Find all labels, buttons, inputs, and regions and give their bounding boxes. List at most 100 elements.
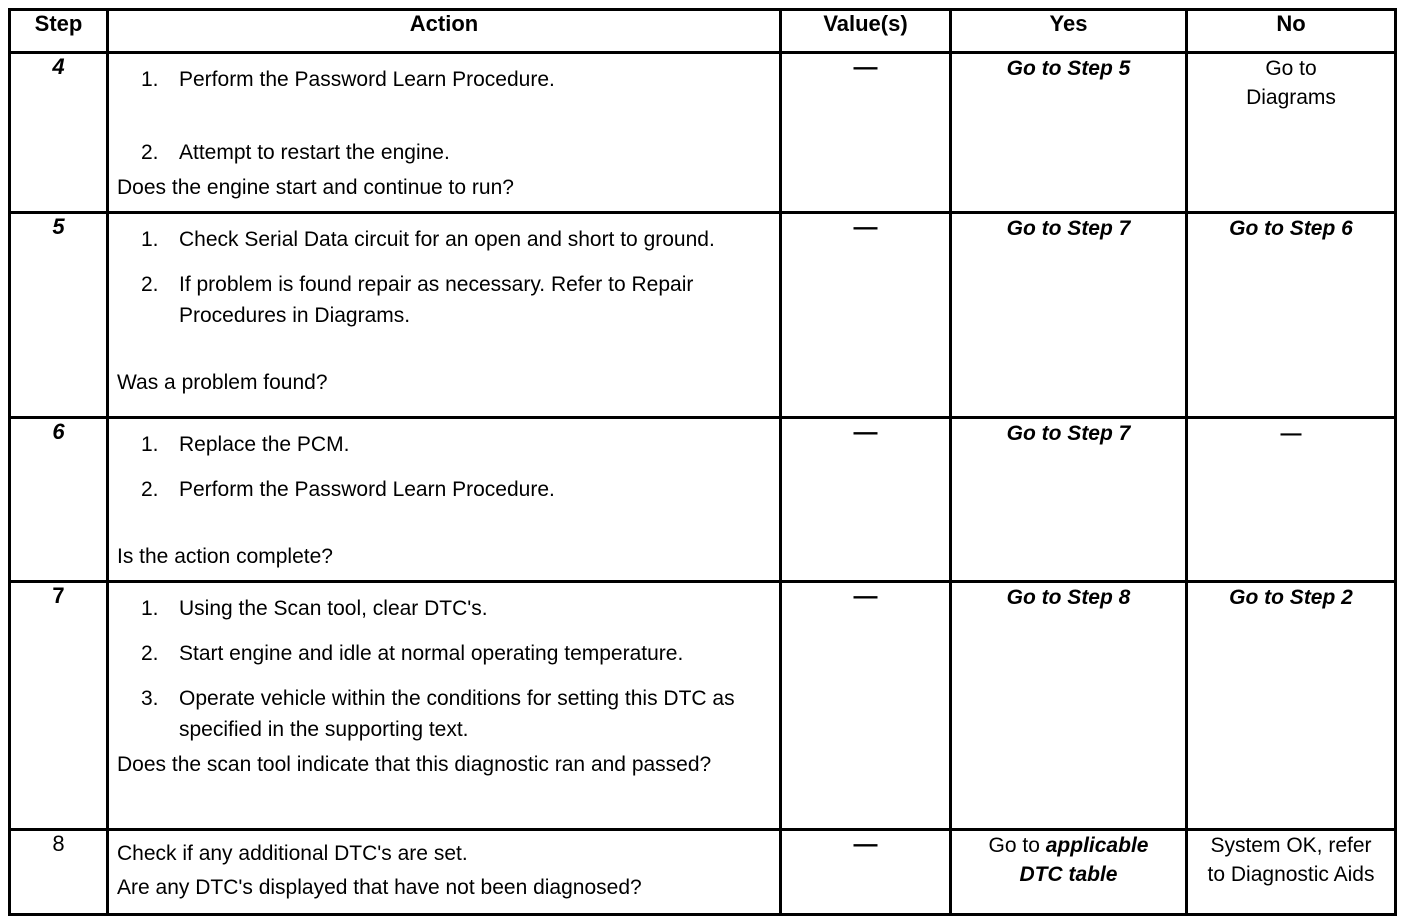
table-row: 6 1. Replace the PCM. 2. Perform the Pas…	[8, 416, 1397, 583]
list-marker: 2.	[141, 141, 159, 164]
step-number-cell: 7	[8, 580, 109, 831]
list-item-text: Operate vehicle within the conditions fo…	[179, 687, 735, 741]
list-item: 1. Perform the Password Learn Procedure.	[117, 64, 771, 95]
action-line-2: Are any DTC's displayed that have not be…	[117, 876, 642, 899]
step-number: 7	[52, 583, 65, 608]
table-row: 5 1. Check Serial Data circuit for an op…	[8, 211, 1397, 419]
no-cell: Go to Step 2	[1185, 580, 1397, 831]
value-dash: —	[853, 54, 878, 81]
yes-answer-emphasis-line1: applicable	[1045, 834, 1149, 857]
yes-answer: Go to Step 7	[1006, 217, 1131, 240]
list-marker: 2.	[141, 478, 159, 501]
no-answer: Go to Diagrams	[1188, 54, 1394, 120]
list-marker: 1.	[141, 68, 159, 91]
step-number-cell: 8	[8, 828, 109, 916]
step-number: 5	[52, 214, 65, 239]
table-row: 7 1. Using the Scan tool, clear DTC's. 2…	[8, 580, 1397, 831]
step-number-cell: 4	[8, 51, 109, 214]
yes-answer-prefix: Go to	[988, 834, 1046, 857]
list-item: 1. Check Serial Data circuit for an open…	[117, 224, 771, 255]
list-item-text: Start engine and idle at normal operatin…	[179, 642, 684, 665]
list-item-text: Perform the Password Learn Procedure.	[179, 68, 555, 91]
step-number: 8	[52, 831, 65, 856]
column-header-yes: Yes	[949, 8, 1188, 54]
list-item-text: If problem is found repair as necessary.…	[179, 273, 694, 327]
step-number-cell: 5	[8, 211, 109, 419]
list-item: 2. Attempt to restart the engine.	[117, 137, 771, 168]
list-item: 2. Perform the Password Learn Procedure.	[117, 474, 771, 505]
list-item-text: Using the Scan tool, clear DTC's.	[179, 597, 488, 620]
no-answer-line1: Go to	[1265, 57, 1317, 80]
action-question: Was a problem found?	[117, 371, 328, 394]
no-answer: Go to Step 6	[1229, 217, 1353, 240]
column-header-step: Step	[8, 8, 109, 54]
action-cell: 1. Replace the PCM. 2. Perform the Passw…	[106, 416, 782, 583]
value-cell: —	[779, 580, 952, 831]
action-step-list: 1. Using the Scan tool, clear DTC's. 2. …	[117, 593, 771, 745]
action-step-list: 1. Perform the Password Learn Procedure.…	[117, 64, 771, 168]
list-item: 2. If problem is found repair as necessa…	[117, 269, 771, 331]
no-cell: Go to Diagrams	[1185, 51, 1397, 214]
value-dash: —	[853, 214, 878, 241]
column-header-value: Value(s)	[779, 8, 952, 54]
list-marker: 1.	[141, 433, 159, 456]
value-cell: —	[779, 51, 952, 214]
action-step-list: 1. Replace the PCM. 2. Perform the Passw…	[117, 429, 771, 505]
no-answer: System OK, refer to Diagnostic Aids	[1188, 831, 1394, 889]
list-item-text: Replace the PCM.	[179, 433, 350, 456]
no-answer-line2: Diagrams	[1246, 86, 1336, 109]
action-cell: 1. Using the Scan tool, clear DTC's. 2. …	[106, 580, 782, 831]
table-body: 4 1. Perform the Password Learn Procedur…	[8, 51, 1397, 916]
no-answer-line1: System OK, refer	[1210, 834, 1372, 857]
list-item: 2. Start engine and idle at normal opera…	[117, 638, 771, 669]
value-cell: —	[779, 416, 952, 583]
list-marker: 3.	[141, 687, 159, 710]
yes-cell: Go to Step 8	[949, 580, 1188, 831]
no-cell: —	[1185, 416, 1397, 583]
list-marker: 1.	[141, 228, 159, 251]
list-item-text: Check Serial Data circuit for an open an…	[179, 228, 715, 251]
list-item-text: Perform the Password Learn Procedure.	[179, 478, 555, 501]
action-question: Does the scan tool indicate that this di…	[117, 753, 712, 776]
list-item-text: Attempt to restart the engine.	[179, 141, 450, 164]
action-question: Is the action complete?	[117, 545, 333, 568]
value-dash: —	[853, 419, 878, 446]
value-cell: —	[779, 828, 952, 916]
list-item: 1. Using the Scan tool, clear DTC's.	[117, 593, 771, 624]
value-dash: —	[853, 831, 878, 858]
diagnostic-procedure-table: Step Action Value(s) Yes No 4 1.	[8, 8, 1397, 916]
column-header-no: No	[1185, 8, 1397, 54]
list-marker: 2.	[141, 642, 159, 665]
yes-answer-emphasis-line2: DTC table	[1019, 863, 1118, 886]
action-cell: 1. Check Serial Data circuit for an open…	[106, 211, 782, 419]
no-cell: Go to Step 6	[1185, 211, 1397, 419]
list-item: 1. Replace the PCM.	[117, 429, 771, 460]
no-answer: Go to Step 2	[1229, 586, 1353, 609]
step-number-cell: 6	[8, 416, 109, 583]
step-number: 4	[52, 54, 65, 79]
yes-answer: Go to Step 8	[1006, 586, 1131, 609]
action-question: Does the engine start and continue to ru…	[117, 176, 514, 199]
no-answer-line2: to Diagnostic Aids	[1207, 863, 1375, 886]
value-dash: —	[853, 583, 878, 610]
table-row: 4 1. Perform the Password Learn Procedur…	[8, 51, 1397, 214]
table-row: 8 Check if any additional DTC's are set.…	[8, 828, 1397, 916]
table-header: Step Action Value(s) Yes No	[8, 8, 1397, 54]
yes-cell: Go to Step 7	[949, 211, 1188, 419]
header-row: Step Action Value(s) Yes No	[8, 8, 1397, 54]
list-item: 3. Operate vehicle within the conditions…	[117, 683, 771, 745]
yes-answer: Go to applicable DTC table	[952, 831, 1185, 889]
column-header-action: Action	[106, 8, 782, 54]
yes-answer: Go to Step 5	[1006, 57, 1131, 80]
action-step-list: 1. Check Serial Data circuit for an open…	[117, 224, 771, 331]
list-marker: 1.	[141, 597, 159, 620]
yes-cell: Go to applicable DTC table	[949, 828, 1188, 916]
step-number: 6	[52, 419, 65, 444]
no-answer: —	[1280, 422, 1302, 445]
yes-cell: Go to Step 7	[949, 416, 1188, 583]
action-cell: 1. Perform the Password Learn Procedure.…	[106, 51, 782, 214]
diagnostic-table-page: Step Action Value(s) Yes No 4 1.	[8, 8, 1397, 916]
yes-cell: Go to Step 5	[949, 51, 1188, 214]
list-marker: 2.	[141, 273, 159, 296]
action-line-1: Check if any additional DTC's are set.	[117, 842, 468, 865]
